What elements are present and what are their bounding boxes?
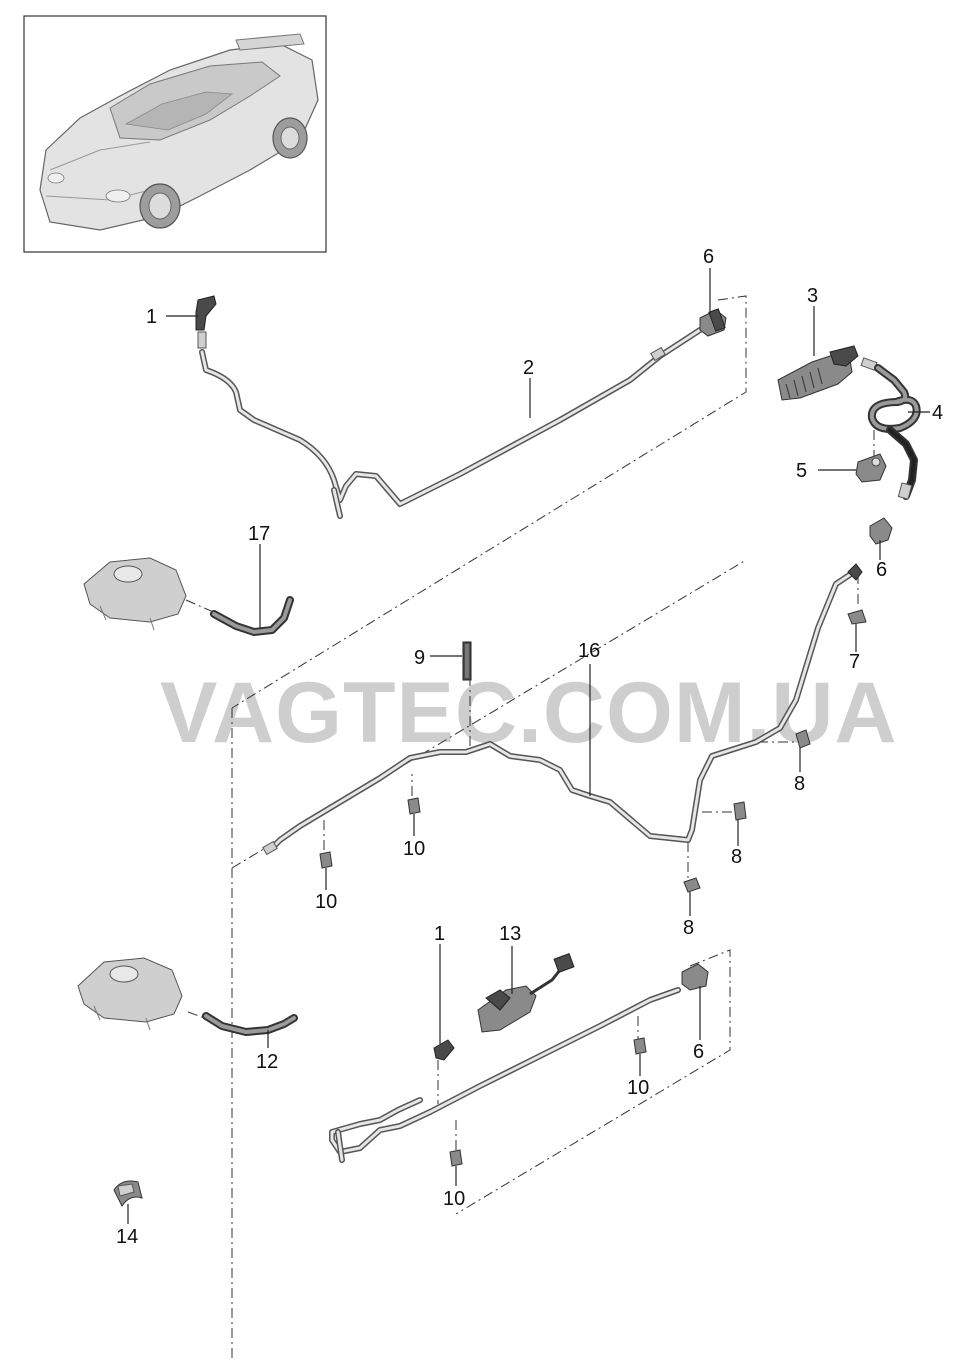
callout-8-b: 8 xyxy=(731,846,742,868)
connector-part-6-top xyxy=(699,308,727,337)
callout-12: 12 xyxy=(256,1051,278,1073)
brake-line-part-16 xyxy=(262,563,863,856)
callout-6-top: 6 xyxy=(703,246,714,268)
callout-5: 5 xyxy=(796,460,807,482)
assembly-outlines xyxy=(185,295,875,1358)
callout-10-d: 10 xyxy=(443,1188,465,1210)
clip-part-10-b xyxy=(407,797,421,815)
clamp-part-14 xyxy=(113,1180,143,1207)
callout-3: 3 xyxy=(807,285,818,307)
callout-16: 16 xyxy=(578,640,600,662)
callout-1-bottom: 1 xyxy=(434,923,445,945)
master-cylinder-part-13 xyxy=(477,953,575,1033)
fitting-part-1-bottom xyxy=(433,1039,455,1061)
hose-part-4 xyxy=(867,364,921,500)
clip-part-10-c xyxy=(633,1037,647,1055)
callout-9: 9 xyxy=(414,647,425,669)
callout-8-a: 8 xyxy=(794,773,805,795)
callout-13: 13 xyxy=(499,923,521,945)
watermark: VAGTEC.COM.UA xyxy=(160,665,898,761)
clip-part-8-a xyxy=(795,729,811,749)
callout-6-right: 6 xyxy=(876,559,887,581)
callout-17: 17 xyxy=(248,523,270,545)
reservoir-bottom xyxy=(77,957,183,1031)
callout-14: 14 xyxy=(116,1226,138,1248)
brake-line-part-2 xyxy=(199,327,703,519)
hose-part-17 xyxy=(210,596,294,636)
callout-4: 4 xyxy=(932,402,943,424)
fitting-part-1-top xyxy=(195,295,217,349)
callout-10-b: 10 xyxy=(403,838,425,860)
hose-part-12 xyxy=(202,1012,298,1036)
callout-6-bottom: 6 xyxy=(693,1041,704,1063)
clip-part-10-d xyxy=(449,1149,463,1167)
callout-1-top: 1 xyxy=(146,306,157,328)
connector-part-6-bottom xyxy=(681,963,709,991)
callout-8-c: 8 xyxy=(683,917,694,939)
clip-part-8-c xyxy=(683,877,701,893)
callout-labels: 1 6 2 3 4 5 6 7 8 8 8 9 16 17 10 10 12 1… xyxy=(116,246,943,1248)
callout-7: 7 xyxy=(849,651,860,673)
leader-lines xyxy=(127,268,930,1224)
clip-part-10-a xyxy=(319,851,333,869)
clip-part-8-b xyxy=(733,801,747,821)
callout-2: 2 xyxy=(523,357,534,379)
bracket-part-5 xyxy=(855,453,887,483)
connector-part-6-right xyxy=(869,517,893,545)
reservoir-top xyxy=(83,557,187,631)
clip-part-7 xyxy=(847,609,867,625)
sleeve-part-9 xyxy=(462,641,472,681)
callout-10-c: 10 xyxy=(627,1077,649,1099)
vehicle-thumbnail xyxy=(23,15,327,253)
callout-10-a: 10 xyxy=(315,891,337,913)
brake-line-bottom xyxy=(329,987,681,1163)
slave-cylinder-part-3 xyxy=(777,345,878,401)
